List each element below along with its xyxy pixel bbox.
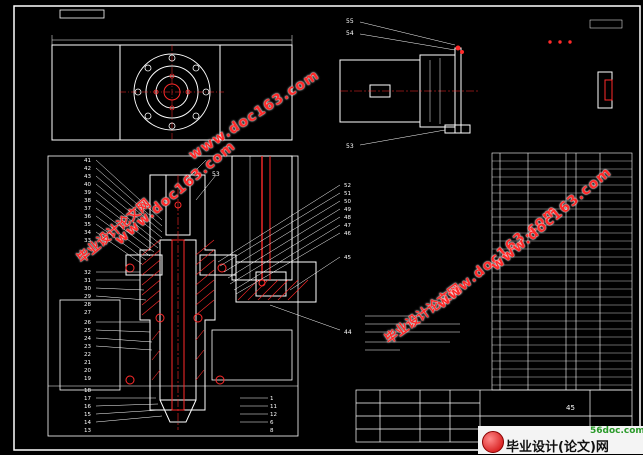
part-number: 18 (84, 388, 91, 394)
left-part-numbers: 41 42 43 40 39 38 37 36 35 34 33 32 31 3… (84, 158, 91, 434)
part-number: 16 (84, 404, 91, 410)
part-number: 25 (84, 328, 91, 334)
part-number: 34 (84, 230, 91, 236)
right-part-numbers: 52 51 50 49 48 47 46 45 (344, 183, 351, 261)
part-number: 23 (84, 344, 91, 350)
part-number: 35 (84, 222, 91, 228)
part-number: 49 (344, 207, 351, 213)
part-number: 22 (84, 352, 91, 358)
part-number: 33 (84, 238, 91, 244)
part-number: 27 (84, 310, 91, 316)
part-number: 30 (84, 286, 91, 292)
part-number: 15 (84, 412, 91, 418)
part-number: 48 (344, 215, 351, 221)
flange-top-view (51, 35, 293, 141)
part-number: 31 (84, 278, 91, 284)
part-number: 50 (344, 199, 351, 205)
title-block-number: 45 (566, 404, 575, 412)
main-body-section (125, 174, 317, 430)
drawing-frame (13, 5, 641, 451)
left-leaders (95, 159, 163, 423)
callout-8: 8 (270, 428, 274, 434)
motor-side-view (339, 47, 613, 134)
corner-label-box (589, 19, 623, 29)
part-number: 20 (84, 368, 91, 374)
section-frame (47, 155, 299, 437)
technical-notes (365, 315, 460, 351)
part-number: 28 (84, 302, 91, 308)
part-number: 17 (84, 396, 91, 402)
callout-54: 54 (346, 30, 354, 37)
callout-6: 6 (270, 420, 274, 426)
part-number: 46 (344, 231, 351, 237)
callout-1: 1 (270, 396, 274, 402)
bottom-callouts: 1 11 12 6 8 (270, 396, 277, 434)
part-number: 43 (84, 174, 91, 180)
parts-list-rows (492, 160, 632, 386)
part-number: 29 (84, 294, 91, 300)
part-number: 38 (84, 198, 91, 204)
part-number: 45 (344, 255, 351, 261)
part-number: 19 (84, 376, 91, 382)
logo-brand: 毕业设计(论文)网 (506, 440, 609, 455)
part-number: 36 (84, 214, 91, 220)
right-leaders (185, 159, 341, 423)
part-number: 14 (84, 420, 91, 426)
part-number: 47 (344, 223, 351, 229)
part-number: 51 (344, 191, 351, 197)
site-logo: 56doc.com 毕业设计(论文)网 (478, 426, 643, 455)
title-box (59, 9, 105, 19)
callout-55: 55 (346, 18, 354, 25)
part-number: 24 (84, 336, 91, 342)
callout-53: 53 (212, 171, 220, 178)
callout-12: 12 (270, 412, 277, 418)
part-number: 13 (84, 428, 91, 434)
part-number: 37 (84, 206, 91, 212)
part-number: 52 (344, 183, 351, 189)
flange-bolt-holes (134, 54, 210, 130)
top-right-callouts: 55 54 53 (346, 18, 354, 150)
top-right-leaders (359, 21, 456, 146)
part-number: 21 (84, 360, 91, 366)
center-callouts: 53 44 (212, 171, 352, 336)
part-number: 32 (84, 270, 91, 276)
motor-detail-marks (455, 40, 572, 54)
part-number: 39 (84, 190, 91, 196)
callout-44: 44 (344, 329, 352, 336)
globe-icon (482, 431, 504, 453)
part-number: 40 (84, 182, 91, 188)
callout-11: 11 (270, 404, 277, 410)
part-number: 41 (84, 158, 91, 164)
part-number: 42 (84, 166, 91, 172)
logo-site: 56doc.com (590, 426, 643, 436)
upper-column (231, 155, 293, 281)
callout-53-top: 53 (346, 143, 354, 150)
section-hatching (141, 239, 309, 381)
part-number: 26 (84, 320, 91, 326)
parts-list-table (491, 152, 633, 391)
